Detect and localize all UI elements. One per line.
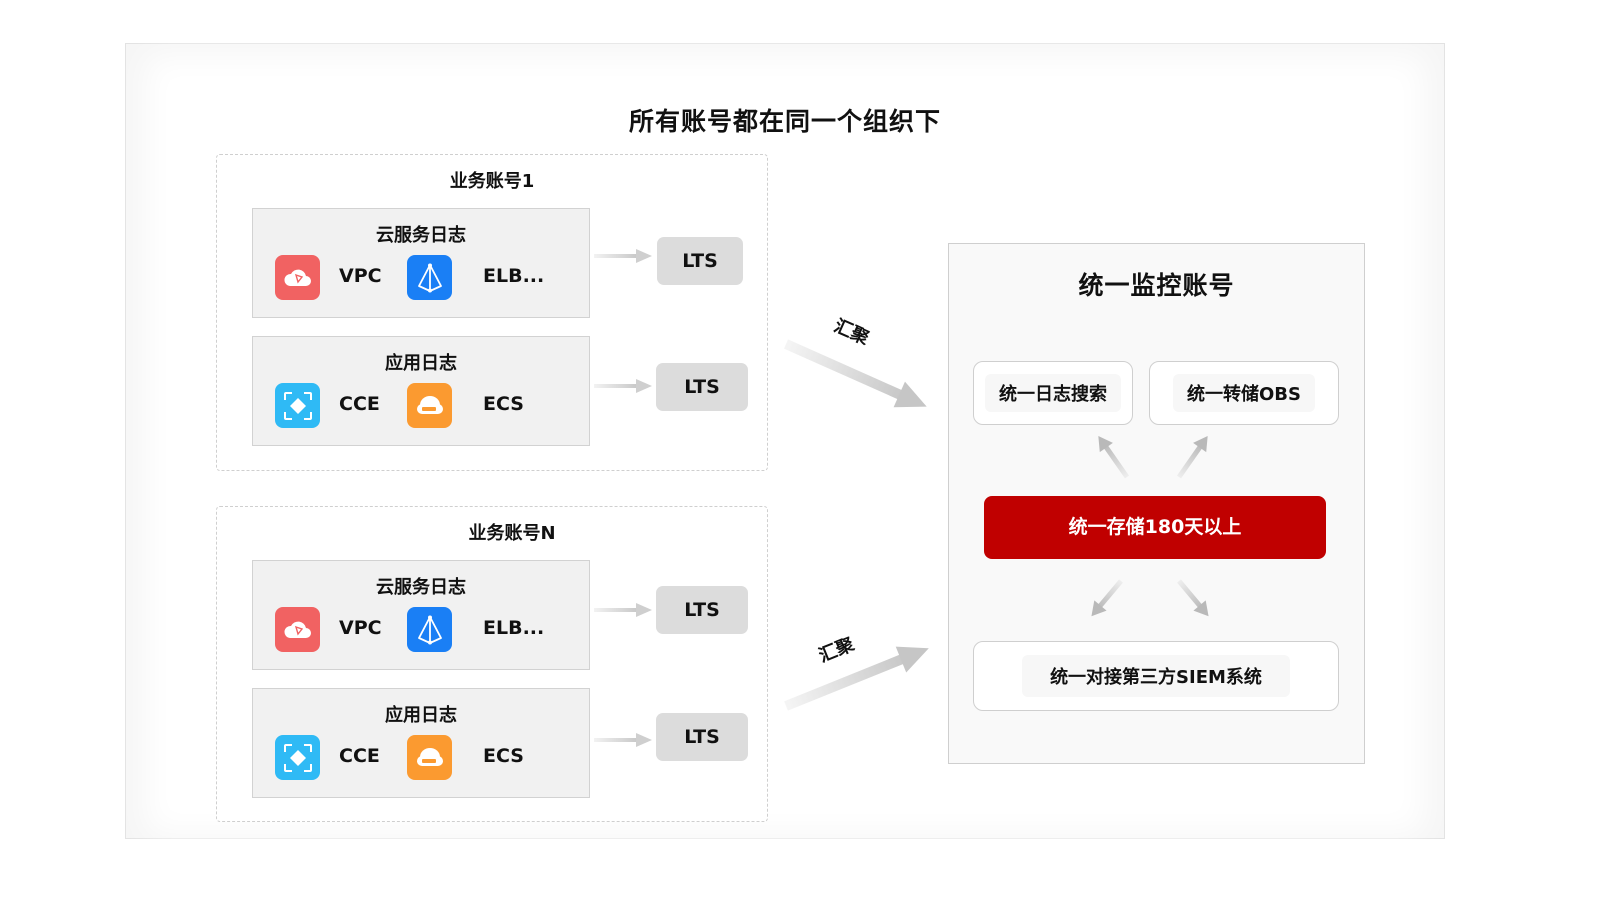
business-account-1: 业务账号1 云服务日志 VPC ELB... 应用日志 CCE ECS [216,154,768,471]
lts-box: LTS [656,713,748,761]
unified-log-search: 统一日志搜索 [973,361,1133,425]
cloud-service-log-group: 云服务日志 VPC ELB... [252,208,590,318]
business-account-title: 业务账号1 [449,171,535,192]
unified-monitor-account: 统一监控账号 统一日志搜索 统一转储OBS 统一存储180天以上 统一对接第三方… [948,243,1365,764]
log-group-title: 应用日志 [385,353,457,374]
ecs-server-icon [407,383,452,428]
feature-label: 统一日志搜索 [985,374,1121,412]
log-group-title: 云服务日志 [376,577,466,598]
arrow-right-icon [594,733,652,747]
unified-siem-integration: 统一对接第三方SIEM系统 [973,641,1339,711]
ecs-server-icon [407,735,452,780]
vpc-cloud-icon [275,255,320,300]
diagram-title: 所有账号都在同一个组织下 [628,107,941,136]
service-row: VPC ELB... [275,607,575,653]
application-log-group: 应用日志 CCE ECS [252,336,590,446]
service-label: VPC [339,617,382,639]
service-label: ECS [483,745,524,767]
log-group-title: 应用日志 [385,705,457,726]
aggregate-arrow-down-right-icon [783,339,927,408]
cce-container-icon [275,383,320,428]
service-label: VPC [339,265,382,287]
business-account-n: 业务账号N 云服务日志 VPC ELB... 应用日志 CCE ECS [216,506,768,822]
cloud-service-log-group: 云服务日志 VPC ELB... [252,560,590,670]
aggregate-arrow-up-right-icon [784,646,929,711]
feature-label: 统一对接第三方SIEM系统 [1022,655,1290,697]
lts-box: LTS [657,237,743,285]
service-label: ELB... [483,617,545,639]
unified-dump-obs: 统一转储OBS [1149,361,1339,425]
arrow-right-icon [594,379,652,393]
log-group-title: 云服务日志 [376,225,466,246]
service-label: ECS [483,393,524,415]
service-row: CCE ECS [275,735,575,781]
cce-container-icon [275,735,320,780]
service-label: CCE [339,745,380,767]
application-log-group: 应用日志 CCE ECS [252,688,590,798]
feature-label: 统一转储OBS [1173,374,1315,412]
unified-storage-180-days: 统一存储180天以上 [984,496,1326,559]
business-account-title: 业务账号N [468,523,556,544]
arrow-right-icon [594,249,652,263]
service-label: CCE [339,393,380,415]
lts-box: LTS [656,586,748,634]
elb-pyramid-icon [407,255,452,300]
lts-box: LTS [656,363,748,411]
arrow-right-icon [594,603,652,617]
service-row: VPC ELB... [275,255,575,301]
vpc-cloud-icon [275,607,320,652]
monitor-account-title: 统一监控账号 [1078,271,1235,300]
elb-pyramid-icon [407,607,452,652]
service-row: CCE ECS [275,383,575,429]
service-label: ELB... [483,265,545,287]
